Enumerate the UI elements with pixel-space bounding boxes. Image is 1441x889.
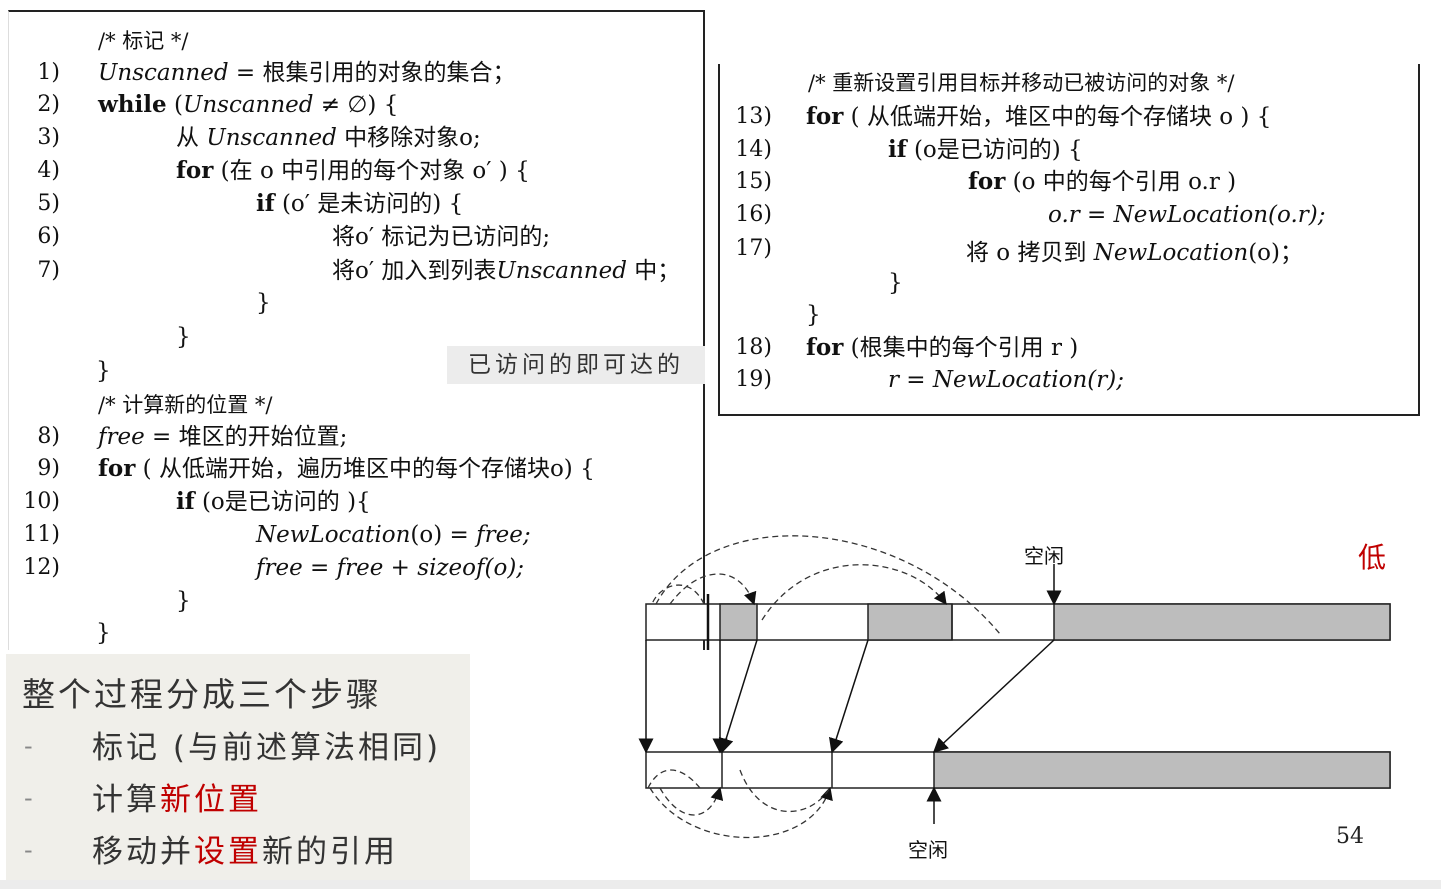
bottom-strip [0, 880, 1441, 889]
line-number: 16) [735, 202, 772, 227]
code-line-17: 将 o 拷贝到 NewLocation(o)； [966, 240, 1303, 266]
closing-brace: } [96, 358, 111, 384]
bullet-dash: - [24, 784, 33, 812]
line-number: 6) [37, 224, 60, 249]
heap-compaction-diagram [638, 535, 1391, 838]
line-number: 12) [23, 555, 60, 580]
code-line-6: 将o′ 标记为已访问的; [332, 224, 551, 250]
summary-panel: 整个过程分成三个步骤 - 标记 (与前述算法相同) - 计算新位置 - 移动并设… [6, 654, 470, 880]
code-line-12: free = free + sizeof(o); [256, 555, 525, 581]
low-address-label: 低 [1358, 541, 1387, 574]
comment-mark: /* 标记 */ [98, 29, 189, 53]
line-number: 15) [735, 169, 772, 194]
comment-compute: /* 计算新的位置 */ [98, 393, 273, 417]
heap-free-region [933, 751, 1391, 789]
line-number: 2) [37, 92, 60, 117]
line-number: 3) [37, 125, 60, 150]
visited-note: 已访问的即可达的 [447, 346, 705, 384]
closing-brace: } [96, 620, 111, 646]
summary-item-compute: 计算新位置 [92, 782, 262, 818]
code-line-13: for ( 从低端开始，堆区中的每个存储块 o ) { [806, 103, 1272, 130]
code-line-19: r = NewLocation(r); [888, 367, 1124, 393]
code-line-7: 将o′ 加入到列表Unscanned 中； [332, 258, 681, 284]
closing-brace: } [256, 290, 271, 316]
heap-block-free [719, 603, 758, 641]
line-number: 4) [37, 158, 60, 183]
left-code-box [8, 10, 705, 650]
code-line-9: for ( 从低端开始，遍历堆区中的每个存储块o) { [98, 455, 595, 482]
line-number: 8) [37, 424, 60, 449]
line-number: 9) [37, 456, 60, 481]
code-line-10: if (o是已访问的 ){ [176, 488, 371, 515]
bullet-dash: - [24, 732, 33, 760]
line-number: 1) [37, 60, 60, 85]
bullet-dash: - [24, 836, 33, 864]
line-number: 18) [735, 335, 772, 360]
comment-relocate: /* 重新设置引用目标并移动已被访问的对象 */ [808, 71, 1235, 95]
heap-free-region [1053, 603, 1391, 641]
line-number: 17) [735, 236, 772, 261]
closing-brace: } [176, 588, 191, 614]
line-number: 11) [23, 522, 60, 547]
code-line-1: Unscanned = 根集引用的对象的集合； [98, 60, 516, 86]
code-line-18: for (根集中的每个引用 r ) [806, 334, 1079, 361]
code-line-2: while (Unscanned ≠ ∅) { [98, 91, 399, 118]
page-number: 54 [1336, 824, 1364, 849]
code-line-11: NewLocation(o) = free; [256, 522, 531, 548]
line-number: 7) [37, 258, 60, 283]
closing-brace: } [176, 324, 191, 350]
right-code-box [718, 64, 1420, 416]
summary-title: 整个过程分成三个步骤 [22, 675, 382, 714]
free-pointer-top-label: 空闲 [1024, 544, 1064, 568]
line-number: 13) [735, 104, 772, 129]
heap-block-free [867, 603, 953, 641]
line-number: 5) [37, 191, 60, 216]
code-line-14: if (o是已访问的) { [888, 136, 1083, 163]
code-line-16: o.r = NewLocation(o.r); [1048, 202, 1326, 228]
line-number: 14) [735, 137, 772, 162]
closing-brace: } [888, 270, 903, 296]
summary-item-mark: 标记 (与前述算法相同) [92, 730, 442, 766]
code-line-15: for (o 中的每个引用 o.r ) [968, 168, 1237, 195]
summary-item-move: 移动并设置新的引用 [92, 834, 398, 870]
closing-brace: } [806, 302, 821, 328]
line-number: 10) [23, 489, 60, 514]
free-pointer-bottom-label: 空闲 [908, 838, 948, 862]
code-line-5: if (o′ 是未访问的) { [256, 190, 464, 217]
code-line-4: for (在 o 中引用的每个对象 o′ ) { [176, 157, 530, 184]
code-line-8: free = 堆区的开始位置; [98, 424, 348, 450]
code-line-3: 从 Unscanned 中移除对象o; [176, 125, 481, 151]
line-number: 19) [735, 367, 772, 392]
